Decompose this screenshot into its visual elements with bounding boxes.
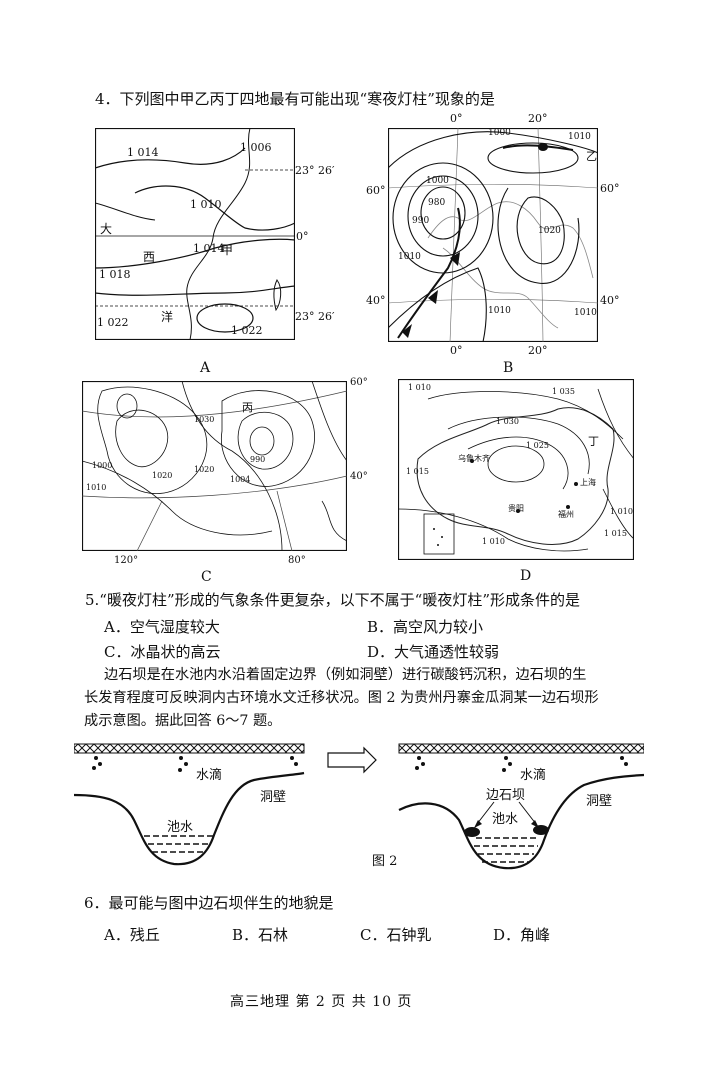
- map-d-svg: [397, 378, 635, 561]
- q5-option-c[interactable]: C．冰晶状的高云: [104, 643, 221, 661]
- ocean-label: 西: [143, 250, 156, 264]
- isobar-label: 1 010: [190, 198, 222, 211]
- map-panel-d: 1 010 1 035 1 030 丁 1 025 乌鲁木齐 1 015 上海 …: [397, 378, 635, 561]
- isobar-label: 990: [250, 455, 266, 464]
- q6-option-a[interactable]: A．残丘: [104, 926, 160, 944]
- isobar-label: 1 022: [97, 316, 129, 329]
- map-c-svg: [81, 380, 348, 552]
- q5-option-a[interactable]: A．空气湿度较大: [104, 618, 220, 636]
- ocean-label: 洋: [161, 310, 174, 324]
- latitude-label: 60°: [600, 182, 620, 195]
- isobar-label: 1020: [194, 465, 215, 474]
- isobar-label: 1010: [488, 306, 511, 316]
- question-5-stem: 5.“暖夜灯柱”形成的气象条件更复杂，以下不属于“暖夜灯柱”形成条件的是: [85, 591, 580, 609]
- q5-option-b[interactable]: B．高空风力较小: [367, 618, 484, 636]
- question-4-stem: 4．下列图中甲乙丙丁四地最有可能出现“寒夜灯柱”现象的是: [95, 90, 495, 108]
- isobar-label: 1000: [92, 461, 113, 470]
- label-pool-water: 池水: [492, 812, 519, 827]
- point-ding: 丁: [588, 435, 599, 448]
- latitude-label: 40°: [600, 294, 620, 307]
- panel-b-label: B: [503, 360, 514, 376]
- figure-2-caption: 图 2: [372, 854, 398, 869]
- isobar-label: 1 018: [99, 268, 131, 281]
- isobar-label: 1020: [538, 226, 561, 236]
- isobar-label: 1 006: [240, 141, 272, 154]
- point-yi: 乙: [586, 150, 597, 163]
- latitude-label-bottom: 23° 26′: [295, 310, 335, 323]
- passage-line-3: 成示意图。据此回答 6～7 题。: [84, 713, 282, 729]
- isobar-label: 1030: [194, 415, 215, 424]
- isobar-label: 1 010: [610, 507, 633, 516]
- point-jia: 甲: [221, 243, 234, 257]
- city-label: 上海: [580, 478, 596, 487]
- panel-d-label: D: [520, 568, 532, 584]
- panel-a-label: A: [200, 360, 211, 376]
- isobar-label: 1 015: [406, 467, 429, 476]
- isobar-label: 1 022: [231, 324, 263, 337]
- isobar-label: 1010: [568, 132, 591, 142]
- isobar-label: 1004: [230, 475, 251, 484]
- longitude-label: 20°: [528, 112, 548, 125]
- map-a-svg: [94, 127, 296, 341]
- isobar-label: 1 010: [408, 383, 431, 392]
- figure-2-svg: [73, 743, 645, 870]
- latitude-label-top: 23° 26′: [295, 164, 335, 177]
- label-water-drop: 水滴: [196, 768, 223, 783]
- label-water-drop: 水滴: [520, 768, 547, 783]
- figure-2: 水滴 洞壁 池水 水滴 边石坝 洞壁 池水 图 2: [73, 740, 645, 875]
- latitude-label: 60°: [350, 377, 368, 388]
- map-panel-b: 0° 20° 1000 1010 乙 60° 60° 1000 980 990 …: [366, 112, 620, 357]
- q6-option-d[interactable]: D．角峰: [493, 926, 551, 944]
- isobar-label: 1 014: [127, 146, 159, 159]
- longitude-label: 120°: [114, 555, 139, 566]
- panel-c-label: C: [201, 569, 212, 585]
- q5-option-d[interactable]: D．大气通透性较弱: [367, 643, 500, 661]
- isobar-label: 1000: [426, 176, 449, 186]
- latitude-label: 40°: [366, 294, 386, 307]
- isobar-label: 1 025: [526, 441, 549, 450]
- label-cave-wall: 洞壁: [586, 794, 613, 809]
- longitude-label: 0°: [450, 344, 463, 357]
- passage-line-1: 边石坝是在水池内水沿着固定边界（例如洞壁）进行碳酸钙沉积，边石坝的生: [104, 667, 587, 683]
- city-label: 福州: [558, 510, 574, 519]
- ocean-label: 大: [100, 222, 113, 236]
- isobar-label: 1 015: [604, 529, 627, 538]
- latitude-label: 40°: [350, 471, 368, 482]
- question-6-stem: 6．最可能与图中边石坝伴生的地貌是: [84, 894, 334, 912]
- label-pool-water: 池水: [167, 820, 194, 835]
- q6-option-b[interactable]: B．石林: [232, 926, 289, 944]
- latitude-label-equator: 0°: [296, 230, 309, 243]
- city-label: 贵阳: [508, 504, 524, 513]
- map-panel-a: 1 014 1 006 23° 26′ 1 010 大 0° 西 1 014 甲…: [94, 127, 335, 341]
- isobar-label: 1 035: [552, 387, 575, 396]
- point-bing: 丙: [242, 401, 253, 414]
- isobar-label: 1 010: [482, 537, 505, 546]
- longitude-label: 80°: [288, 555, 306, 566]
- passage-line-2: 长发育程度可反映洞内古环境水文迁移状况。图 2 为贵州丹寨金瓜洞某一边石坝形: [84, 690, 599, 706]
- isobar-label: 980: [428, 198, 446, 208]
- map-b-svg: [387, 127, 599, 343]
- isobar-label: 990: [412, 216, 430, 226]
- isobar-label: 1020: [152, 471, 173, 480]
- latitude-label: 60°: [366, 184, 386, 197]
- isobar-label: 1010: [86, 483, 107, 492]
- isobar-label: 1010: [574, 308, 597, 318]
- isobar-label: 1000: [488, 128, 511, 138]
- isobar-label: 1010: [398, 252, 421, 262]
- longitude-label: 0°: [450, 112, 463, 125]
- isobar-label: 1 014: [193, 242, 225, 255]
- label-cave-wall: 洞壁: [260, 790, 287, 805]
- q6-option-c[interactable]: C．石钟乳: [360, 926, 432, 944]
- page-footer: 高三地理 第 2 页 共 10 页: [230, 994, 413, 1010]
- map-panel-c: 60° 丙 1030 1000 1010 1020 1020 1004 990 …: [81, 377, 368, 566]
- isobar-label: 1 030: [496, 417, 519, 426]
- longitude-label: 20°: [528, 344, 548, 357]
- label-rimstone-dam: 边石坝: [486, 788, 526, 803]
- city-label: 乌鲁木齐: [458, 454, 490, 463]
